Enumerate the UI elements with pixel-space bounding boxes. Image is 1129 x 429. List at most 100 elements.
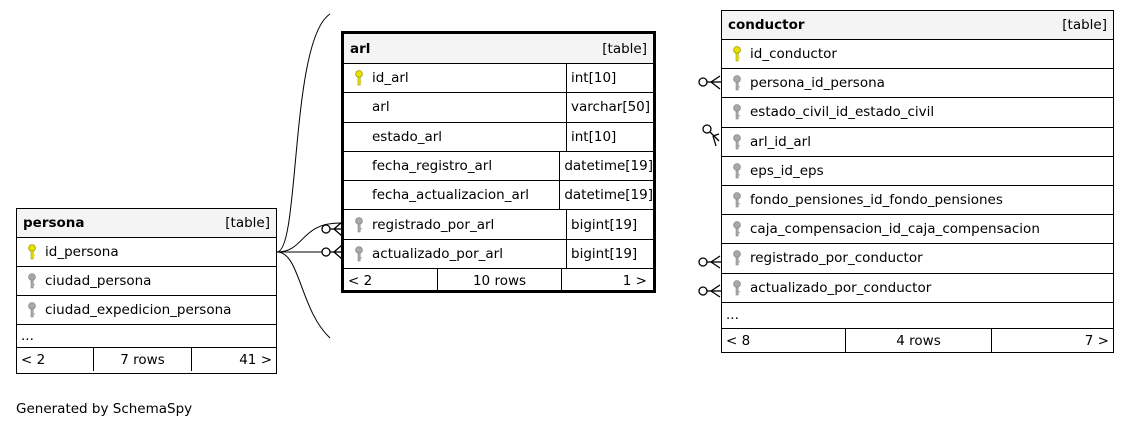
parents-link[interactable]: < 8 [726, 332, 751, 349]
column-row[interactable]: actualizado_por_conductor [722, 274, 1113, 303]
column-name-cell: id_conductor [722, 40, 1113, 68]
primary-key-icon [23, 244, 41, 260]
column-row[interactable]: fecha_actualizacion_arl datetime[19] [344, 181, 653, 211]
column-name: actualizado_por_conductor [750, 279, 932, 296]
column-name-cell: ciudad_expedicion_persona [17, 296, 276, 324]
column-name: ciudad_expedicion_persona [45, 302, 232, 318]
foreign-key-icon [728, 163, 746, 179]
column-name: eps_id_eps [750, 162, 824, 179]
foreign-key-icon [23, 302, 41, 318]
crows-foot-marker [698, 75, 721, 90]
crows-foot-marker [698, 255, 721, 269]
more-columns: ... [17, 325, 276, 348]
table-kind: [table] [225, 215, 270, 231]
column-row[interactable]: persona_id_persona [722, 69, 1113, 99]
column-name-cell: fecha_registro_arl [344, 152, 559, 180]
table-header[interactable]: arl [table] [344, 34, 653, 64]
table-footer: < 8 4 rows 7 > [722, 328, 1113, 353]
primary-key-icon [728, 46, 746, 62]
column-name: caja_compensacion_id_caja_compensacion [750, 221, 1040, 238]
column-row[interactable]: ciudad_persona [17, 267, 276, 296]
column-row[interactable]: ciudad_expedicion_persona [17, 296, 276, 325]
column-name: ciudad_persona [45, 273, 152, 289]
column-name: id_arl [372, 70, 409, 87]
column-name-cell: registrado_por_arl [344, 210, 566, 238]
column-name: arl [372, 99, 390, 116]
parents-link[interactable]: < 2 [348, 272, 373, 289]
table-persona[interactable]: persona [table] id_persona ciudad_persona… [16, 208, 277, 374]
foreign-key-icon [728, 221, 746, 237]
table-name: arl [350, 40, 371, 57]
foreign-key-icon [350, 216, 368, 233]
column-row[interactable]: estado_civil_id_estado_civil [722, 98, 1113, 128]
primary-key-icon [350, 70, 368, 86]
parents-link[interactable]: < 2 [21, 351, 46, 368]
table-name: persona [23, 215, 85, 231]
column-row[interactable]: id_arl int[10] [344, 64, 653, 94]
column-name: fondo_pensiones_id_fondo_pensiones [750, 192, 1003, 209]
column-row[interactable]: fondo_pensiones_id_fondo_pensiones [722, 186, 1113, 216]
column-row[interactable]: estado_arl int[10] [344, 122, 653, 152]
column-name: estado_arl [372, 128, 443, 145]
column-row[interactable]: eps_id_eps [722, 157, 1113, 186]
foreign-key-icon [728, 279, 746, 296]
column-name-cell: ciudad_persona [17, 267, 276, 295]
row-count: 4 rows [845, 328, 991, 353]
column-name: estado_civil_id_estado_civil [750, 104, 935, 121]
column-name: registrado_por_arl [372, 216, 495, 233]
table-kind: [table] [602, 40, 647, 57]
column-row[interactable]: fecha_registro_arl datetime[19] [344, 151, 653, 182]
column-name-cell: fecha_actualizacion_arl [344, 181, 559, 209]
table-header[interactable]: persona [table] [17, 209, 276, 238]
column-name-cell: eps_id_eps [722, 157, 1113, 185]
column-name-cell: persona_id_persona [722, 69, 1113, 97]
children-link[interactable]: 41 > [191, 348, 276, 371]
children-link[interactable]: 1 > [561, 269, 653, 293]
relation-line [276, 13, 331, 253]
foreign-key-icon [728, 250, 746, 266]
column-name-cell: actualizado_por_arl [344, 240, 566, 268]
column-type: datetime[19] [559, 151, 653, 181]
column-name: persona_id_persona [750, 75, 885, 92]
foreign-key-icon [728, 75, 746, 91]
row-count: 7 rows [93, 348, 191, 371]
table-header[interactable]: conductor [table] [722, 11, 1113, 40]
column-name: arl_id_arl [750, 133, 811, 150]
column-row[interactable]: arl_id_arl [722, 128, 1113, 157]
column-name: fecha_registro_arl [372, 158, 493, 175]
column-name-cell: arl [344, 93, 566, 121]
column-name-cell: id_arl [344, 64, 566, 92]
column-name: fecha_actualizacion_arl [372, 187, 530, 204]
column-type: bigint[19] [566, 210, 653, 239]
foreign-key-icon [728, 133, 746, 150]
column-type: int[10] [566, 64, 653, 93]
row-count: 10 rows [437, 269, 561, 293]
column-type: int[10] [566, 122, 653, 151]
column-row[interactable]: id_persona [17, 238, 276, 267]
crows-foot-marker [702, 124, 720, 147]
column-name-cell: arl_id_arl [722, 128, 1113, 156]
column-row[interactable]: caja_compensacion_id_caja_compensacion [722, 215, 1113, 245]
generated-by-text: Generated by SchemaSpy [16, 401, 193, 417]
column-row[interactable]: registrado_por_conductor [722, 244, 1113, 274]
column-row[interactable]: registrado_por_arl bigint[19] [344, 210, 653, 240]
column-type: datetime[19] [559, 181, 653, 210]
crows-foot-marker [321, 221, 343, 237]
column-name-cell: estado_arl [344, 123, 566, 151]
column-name: actualizado_por_arl [372, 245, 503, 262]
foreign-key-icon [350, 246, 368, 262]
table-kind: [table] [1062, 17, 1107, 33]
column-name-cell: caja_compensacion_id_caja_compensacion [722, 215, 1113, 243]
column-name-cell: estado_civil_id_estado_civil [722, 98, 1113, 126]
children-link[interactable]: 7 > [991, 328, 1113, 353]
table-conductor[interactable]: conductor [table] id_conductor persona_id… [721, 10, 1114, 353]
table-name: conductor [728, 17, 805, 33]
column-name-cell: actualizado_por_conductor [722, 274, 1113, 302]
table-footer: < 2 10 rows 1 > [344, 269, 653, 293]
relation-line [276, 222, 341, 253]
column-row[interactable]: id_conductor [722, 40, 1113, 70]
